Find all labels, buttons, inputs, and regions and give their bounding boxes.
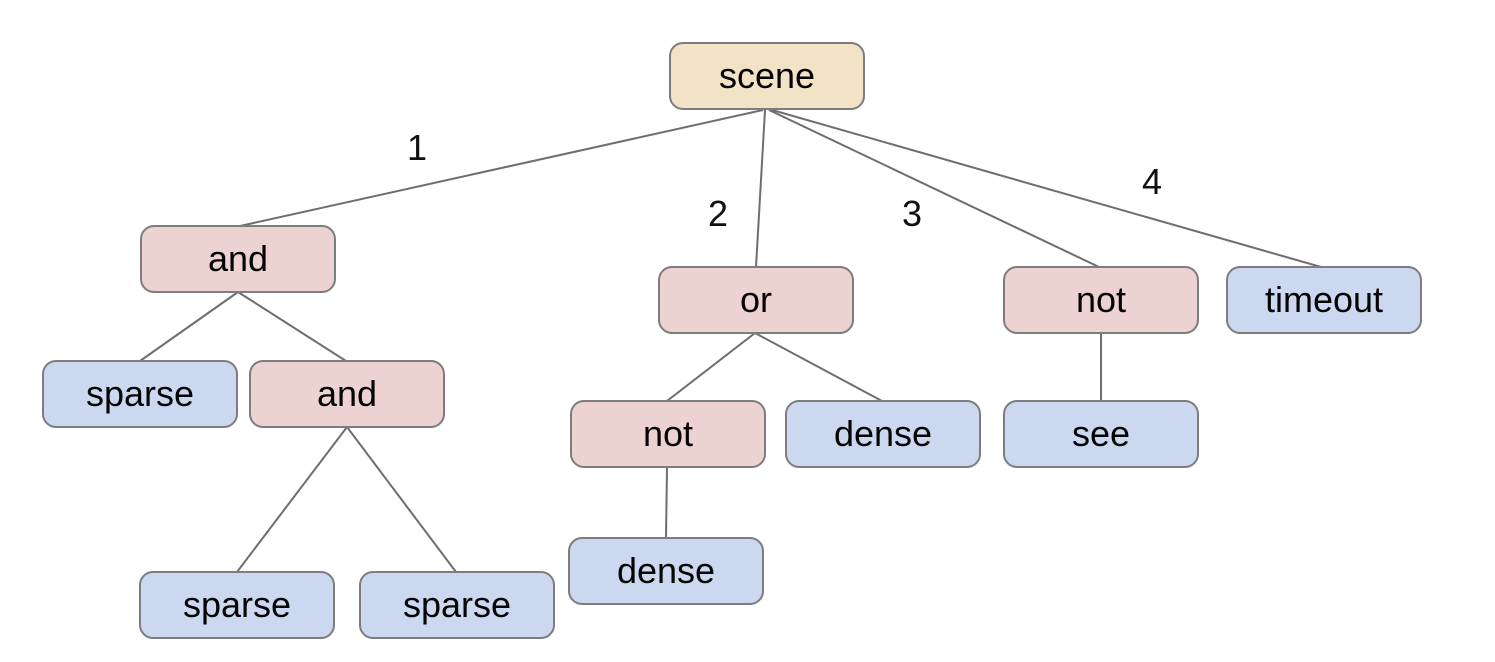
node-or-label: or bbox=[739, 279, 772, 320]
node-and-2-label: and bbox=[316, 373, 378, 414]
node-not-1: not bbox=[1003, 266, 1199, 334]
edge-label-1: 1 bbox=[406, 127, 428, 168]
edge-label-4: 4 bbox=[1141, 161, 1163, 202]
edge-not2-dense bbox=[665, 466, 668, 539]
edge-scene-or bbox=[755, 109, 766, 268]
edge-and-sparse bbox=[139, 291, 239, 362]
edge-and-and bbox=[237, 291, 347, 362]
node-sparse-1-label: sparse bbox=[85, 373, 195, 414]
node-and-1: and bbox=[140, 225, 336, 293]
node-timeout: timeout bbox=[1226, 266, 1422, 334]
node-or: or bbox=[658, 266, 854, 334]
edge-scene-and bbox=[239, 109, 764, 227]
edge-or-not bbox=[666, 332, 756, 402]
node-see-label: see bbox=[1071, 413, 1131, 454]
node-not-2-label: not bbox=[642, 413, 694, 454]
node-see: see bbox=[1003, 400, 1199, 468]
node-dense-2: dense bbox=[568, 537, 764, 605]
node-not-1-label: not bbox=[1075, 279, 1127, 320]
node-scene-label: scene bbox=[718, 55, 816, 96]
edge-label-2: 2 bbox=[707, 193, 729, 234]
node-and-2: and bbox=[249, 360, 445, 428]
edge-label-3: 3 bbox=[901, 193, 923, 234]
edge-and2-sparse bbox=[236, 426, 348, 573]
node-dense-1: dense bbox=[785, 400, 981, 468]
node-sparse-3: sparse bbox=[359, 571, 555, 639]
node-scene: scene bbox=[669, 42, 865, 110]
node-not-2: not bbox=[570, 400, 766, 468]
node-sparse-2: sparse bbox=[139, 571, 335, 639]
node-sparse-3-label: sparse bbox=[402, 584, 512, 625]
node-sparse-2-label: sparse bbox=[182, 584, 292, 625]
edge-and2-sparse2 bbox=[346, 426, 457, 573]
edge-scene-timeout bbox=[771, 109, 1322, 268]
node-and-1-label: and bbox=[207, 238, 269, 279]
edge-or-dense bbox=[754, 332, 883, 402]
node-sparse-1: sparse bbox=[42, 360, 238, 428]
edge-scene-not bbox=[768, 109, 1100, 268]
node-dense-1-label: dense bbox=[833, 413, 933, 454]
node-timeout-label: timeout bbox=[1264, 279, 1384, 320]
node-dense-2-label: dense bbox=[616, 550, 716, 591]
